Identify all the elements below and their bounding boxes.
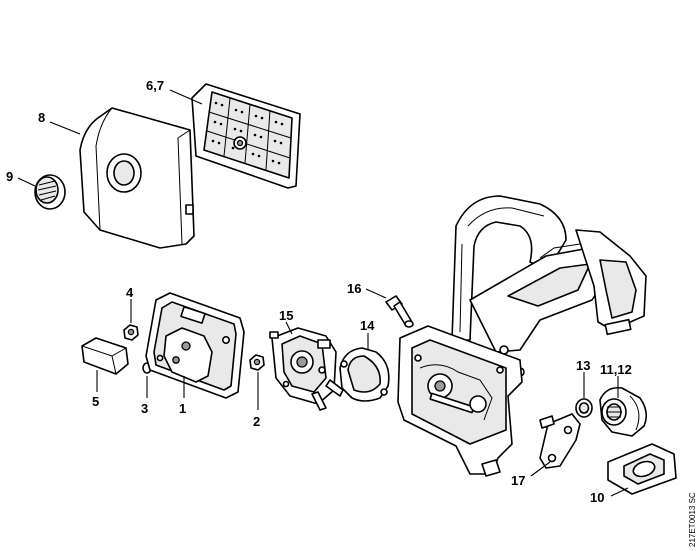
knob-part[interactable] — [34, 174, 66, 210]
filter-cover-part[interactable] — [79, 107, 195, 249]
callout-9: 9 — [6, 169, 13, 184]
callout-10: 10 — [590, 490, 604, 505]
handle-frame-part — [451, 195, 647, 377]
callout-3: 3 — [141, 401, 148, 416]
leader-6-7 — [169, 89, 203, 105]
callout-15: 15 — [279, 308, 293, 323]
nut-2-part[interactable] — [249, 354, 265, 371]
callout-13: 13 — [576, 358, 590, 373]
document-reference: 217ET0013 SC — [688, 492, 697, 547]
gasket-part[interactable] — [339, 347, 390, 402]
leader-10 — [610, 487, 629, 497]
callout-4: 4 — [126, 285, 134, 300]
callout-14: 14 — [360, 318, 375, 333]
callout-2: 2 — [253, 414, 260, 429]
callout-5: 5 — [92, 394, 99, 409]
intake-manifold-part[interactable] — [599, 386, 648, 437]
callout-17: 17 — [511, 473, 525, 488]
foam-block-part[interactable] — [81, 337, 129, 375]
callout-16: 16 — [347, 281, 361, 296]
leader-8 — [49, 121, 81, 135]
crankcase-housing-part — [397, 325, 523, 477]
leader-9 — [17, 177, 36, 187]
callout-11-12: 11,12 — [600, 362, 632, 377]
leader-15 — [285, 321, 293, 335]
callout-6-7: 6,7 — [146, 78, 164, 93]
callout-8: 8 — [38, 110, 45, 125]
leader-17 — [530, 461, 551, 477]
air-filter-part[interactable] — [191, 83, 301, 189]
pin-part[interactable] — [385, 295, 414, 328]
leader-16 — [365, 288, 387, 299]
carburetor-part[interactable] — [269, 327, 344, 411]
bracket-part[interactable] — [539, 413, 581, 469]
base-plate-part[interactable] — [145, 292, 245, 399]
nut-part[interactable] — [123, 324, 139, 341]
seal-ring-part[interactable] — [575, 398, 593, 418]
callout-1: 1 — [179, 401, 186, 416]
flange-part[interactable] — [607, 443, 677, 495]
